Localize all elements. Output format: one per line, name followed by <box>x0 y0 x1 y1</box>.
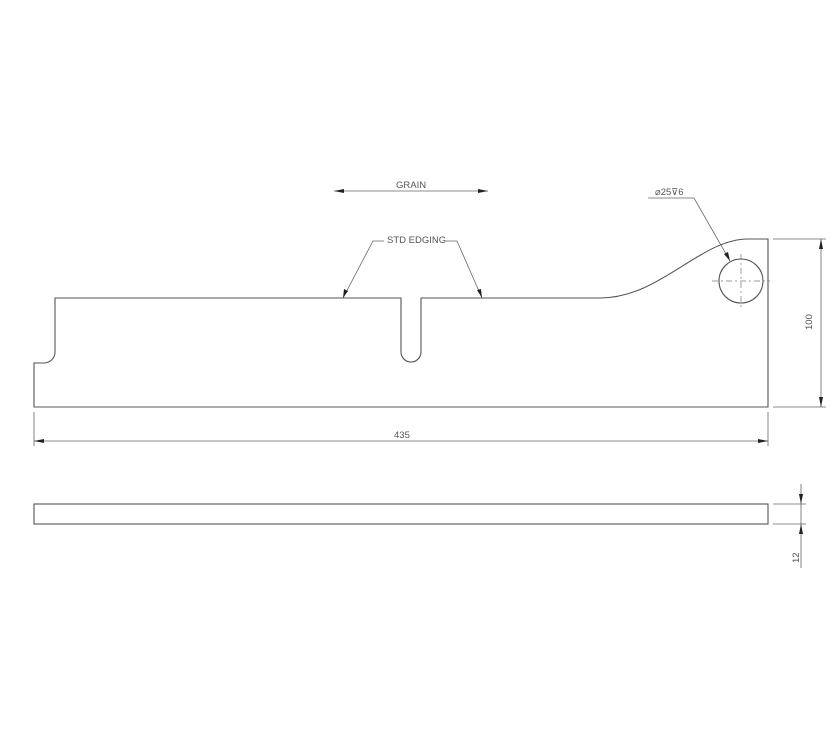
height-dimension-label: 100 <box>804 314 815 330</box>
part-outline <box>33 238 769 408</box>
edge-view <box>33 503 769 525</box>
edging-label: STD EDGING <box>387 235 447 246</box>
thickness-dimension <box>773 484 806 568</box>
height-dimension <box>773 238 826 408</box>
thickness-dimension-label: 12 <box>791 552 802 563</box>
grain-label: GRAIN <box>396 180 427 191</box>
edging-leader <box>342 240 483 299</box>
edge-outline <box>33 503 769 525</box>
grain-arrow <box>334 189 488 193</box>
length-dimension <box>33 412 769 446</box>
length-dimension-label: 435 <box>394 430 410 441</box>
front-view <box>33 238 770 408</box>
hole-callout-label: ⌀25⊽6 <box>655 187 684 198</box>
hole-callout-leader <box>648 197 731 262</box>
